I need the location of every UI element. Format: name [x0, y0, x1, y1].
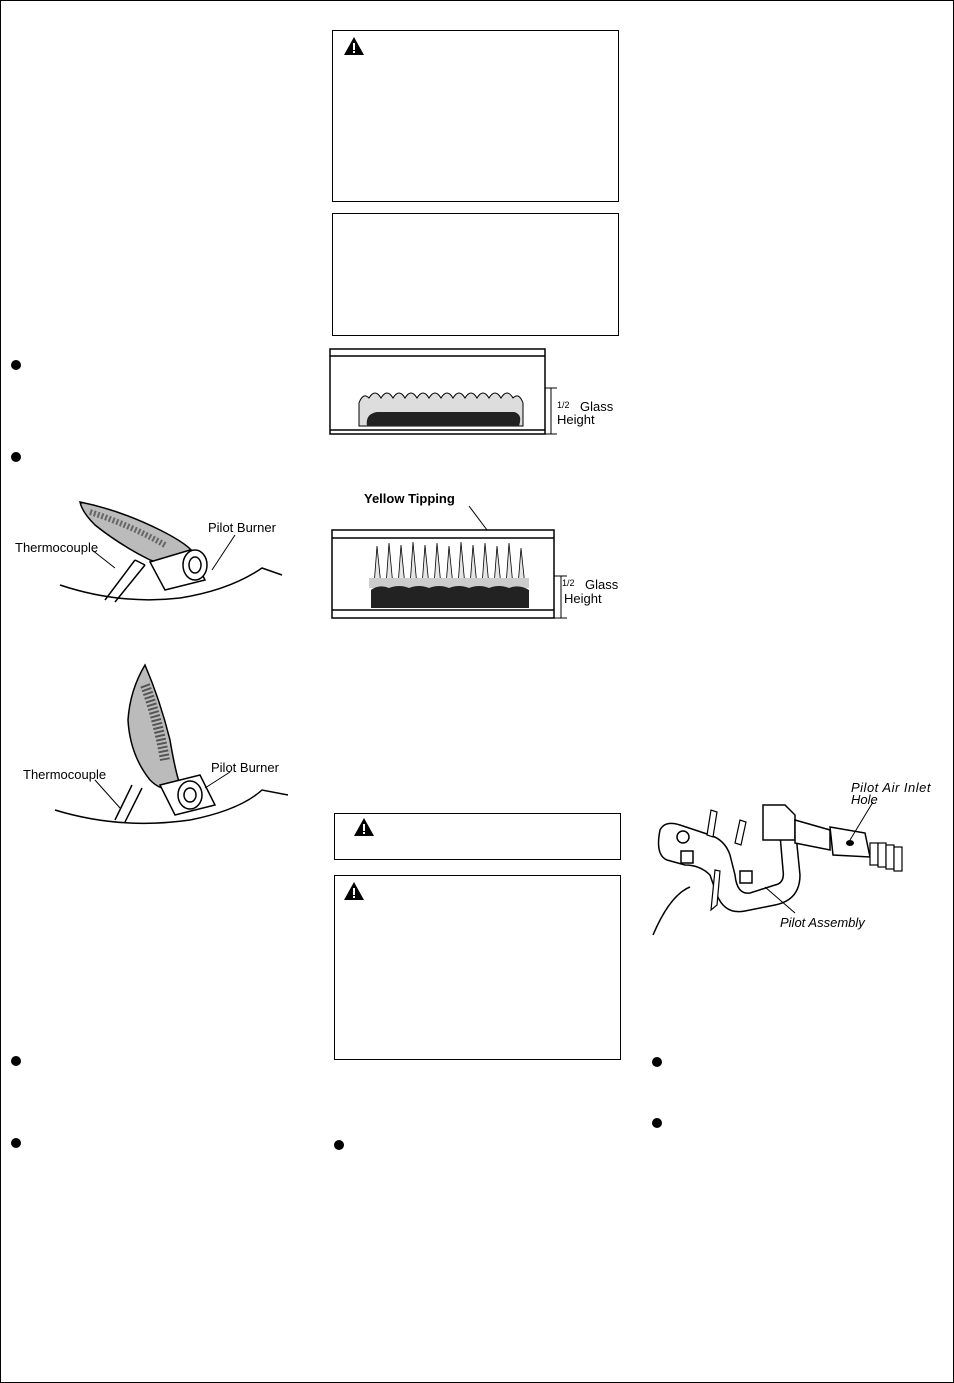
- warning-box-3: [334, 875, 621, 1060]
- thermocouple-label: Thermocouple: [23, 767, 107, 782]
- pilot-flame-incorrect-drawing: [54, 663, 289, 825]
- glass-label: Glass: [580, 399, 614, 414]
- pilot-assembly-label: Pilot Assembly: [780, 915, 865, 930]
- pilot-assembly-drawing: [652, 801, 903, 936]
- bullet-icon: [652, 1118, 662, 1128]
- bullet-icon: [652, 1057, 662, 1067]
- burner-flame-normal-drawing: [329, 348, 557, 435]
- height-label: Height: [557, 412, 595, 427]
- warning-box-2: [334, 813, 621, 860]
- bullet-icon: [334, 1140, 344, 1150]
- glass-height-fraction: 1/2: [562, 578, 575, 588]
- pilot-flame-correct-figure: Thermocouple Pilot Burner: [0, 490, 300, 620]
- height-label: Height: [564, 591, 602, 606]
- bullet-icon: [11, 360, 21, 370]
- thermocouple-label: Thermocouple: [15, 540, 99, 555]
- pilot-air-inlet-label: Pilot Air Inlet: [851, 780, 931, 795]
- bullet-icon: [11, 1138, 21, 1148]
- warning-triangle-icon: [354, 818, 374, 836]
- pilot-air-inlet-hole-label: Hole: [851, 792, 878, 807]
- pilot-burner-label: Pilot Burner: [208, 520, 276, 535]
- burner-flame-yellow-drawing: [331, 505, 567, 619]
- warning-box-1: [332, 30, 619, 202]
- bullet-icon: [11, 1056, 21, 1066]
- warning-triangle-icon: [344, 37, 364, 55]
- burner-flame-yellow-figure: Yellow Tipping 1/2 Glass Height: [329, 488, 629, 623]
- warning-triangle-icon: [344, 882, 364, 900]
- glass-height-fraction: 1/2: [557, 400, 570, 410]
- notice-box: [332, 213, 619, 336]
- pilot-assembly-figure: Pilot Air Inlet Hole Pilot Assembly: [645, 775, 945, 940]
- yellow-tipping-label: Yellow Tipping: [364, 491, 455, 506]
- pilot-flame-incorrect-figure: Thermocouple Pilot Burner: [0, 660, 300, 830]
- bullet-icon: [11, 452, 21, 462]
- glass-label: Glass: [585, 577, 619, 592]
- pilot-burner-label: Pilot Burner: [211, 760, 279, 775]
- burner-flame-normal-figure: 1/2 Glass Height: [329, 348, 629, 440]
- pilot-flame-correct-drawing: [59, 501, 283, 603]
